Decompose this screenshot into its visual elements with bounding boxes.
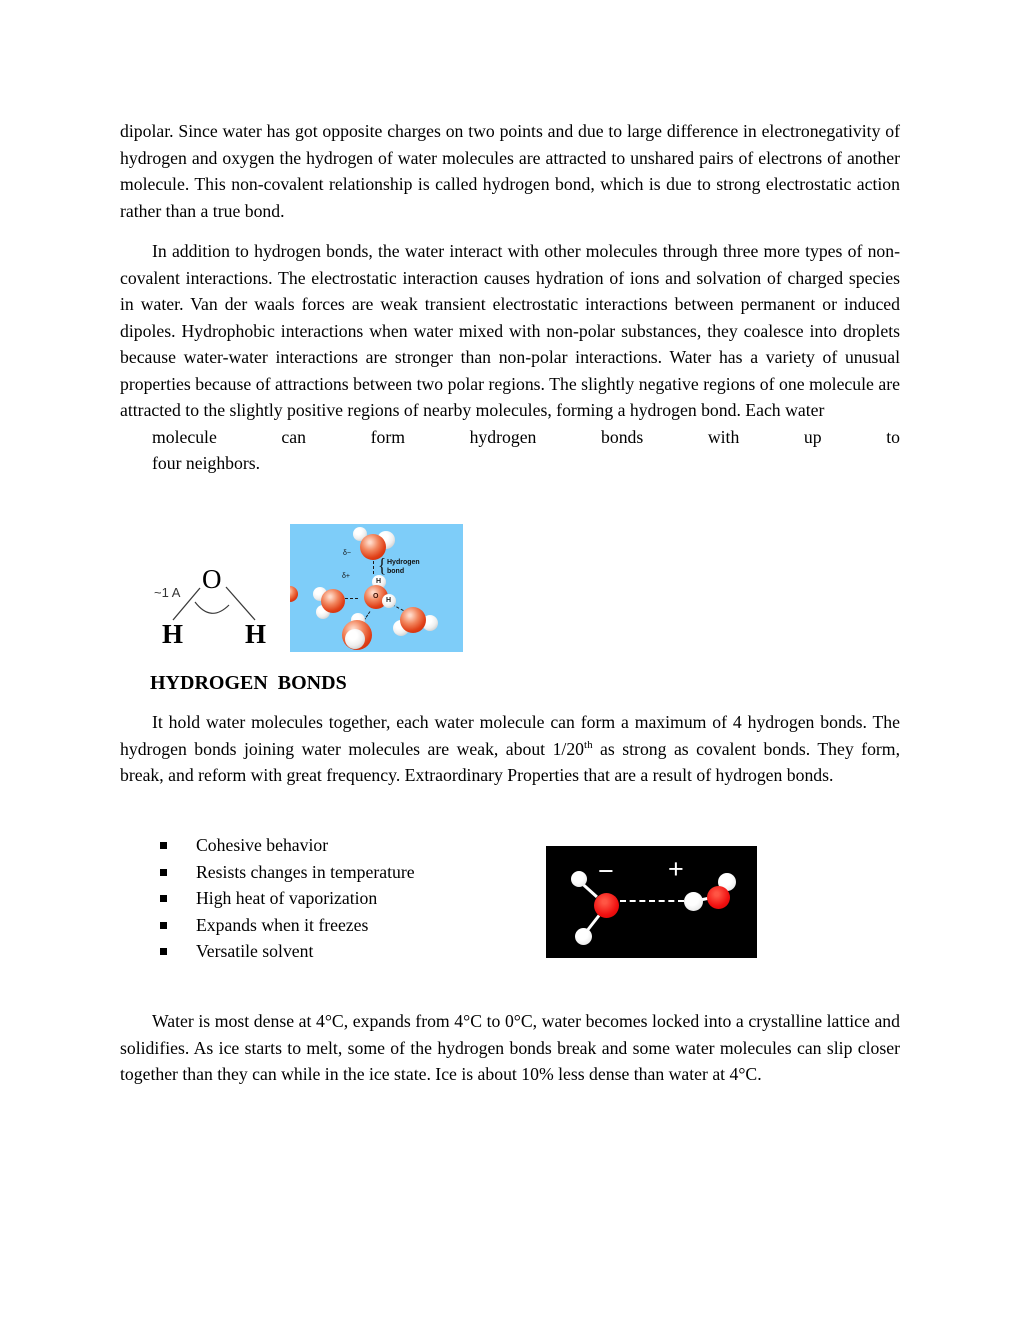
hydrogen-bond-dash-left [345,598,358,599]
list-item: Resists changes in temperature [120,859,550,886]
oxygen-symbol: O [202,564,222,594]
square-bullet-icon [160,921,167,929]
figure-hydrogen-bond-model: − + [546,846,757,958]
hydrogen-bond-brace: { [378,554,387,577]
list-item-label: Versatile solvent [196,941,314,961]
hydrogen-atom [382,594,396,608]
hydrogen-bond-dashed-line [620,900,684,902]
paragraph-noncovalent-main: In addition to hydrogen bonds, the water… [120,241,900,420]
paragraph-dipolar: dipolar. Since water has got opposite ch… [120,121,900,221]
oxygen-atom [400,607,426,633]
oh-bond-left-line [172,587,201,621]
list-item: Versatile solvent [120,938,550,965]
section-heading-hydrogen-bonds: HYDROGEN BONDS [150,672,347,694]
list-item: High heat of vaporization [120,885,550,912]
paragraph-hydrogen-bonds-post: as strong as covalent bonds. They form, … [120,738,900,786]
square-bullet-icon [160,895,167,902]
paragraph-hydrogen-bonds-pre: It hold water molecules together, each w… [120,712,900,759]
list-item: Cohesive behavior [120,832,550,859]
ordinal-superscript: th [584,738,593,751]
hydrogen-symbol-right: H [245,619,266,649]
list-item: Expands when it freezes [120,912,550,939]
hydrogen-atom [571,871,587,887]
partial-positive-charge-label: + [668,854,684,884]
oh-bond-right-line [225,586,256,621]
hydrogen-bond-dash-top [373,551,374,574]
hydrogen-atom [575,928,592,945]
extraordinary-properties-list: Cohesive behavior Resists changes in tem… [120,832,550,965]
hydrogen-atom [422,615,438,631]
list-item-label: Expands when it freezes [196,914,369,935]
central-hydrogen-top-label: H [376,578,382,585]
hydrogen-atom [684,892,703,911]
square-bullet-icon [160,868,167,876]
hydrogen-bond-label-line2: bond [387,568,405,575]
oxygen-atom [290,586,298,602]
oxygen-atom [360,534,386,560]
hydrogen-bond-label-line1: Hydrogen [387,559,420,566]
oxygen-atom [707,886,730,909]
paragraph-noncovalent-interactions: In addition to hydrogen bonds, the water… [120,238,900,477]
list-item-label: High heat of vaporization [196,888,378,908]
central-hydrogen-right-label: H [386,597,392,604]
hydrogen-atom [345,629,365,649]
list-item-label: Resists changes in temperature [196,861,415,882]
figure-water-cluster: H O H δ− δ+ { Hydrogen bond [290,524,463,652]
oxygen-atom [321,589,345,613]
figure-water-molecule-diagram: O ~1 A H H [154,564,266,649]
delta-plus-label: δ+ [342,573,350,580]
bond-angle-arc [194,601,230,614]
partial-negative-charge-label: − [598,856,614,886]
paragraph-hydrogen-bonds-intro: It hold water molecules together, each w… [120,709,900,789]
hydrogen-symbol-left: H [162,619,183,649]
central-oxygen-label: O [373,593,379,600]
paragraph-noncovalent-last-line: four neighbors. [152,453,261,473]
delta-minus-label: δ− [343,550,351,557]
list-item-label: Cohesive behavior [196,835,329,855]
oxygen-atom [594,893,619,918]
paragraph-noncovalent-stretched-line: molecule can form hydrogen bonds with up… [152,426,900,447]
square-bullet-icon [160,842,167,849]
bond-length-label: ~1 A [154,585,181,600]
square-bullet-icon [160,948,167,955]
paragraph-water-density: Water is most dense at 4°C, expands from… [120,1011,900,1084]
